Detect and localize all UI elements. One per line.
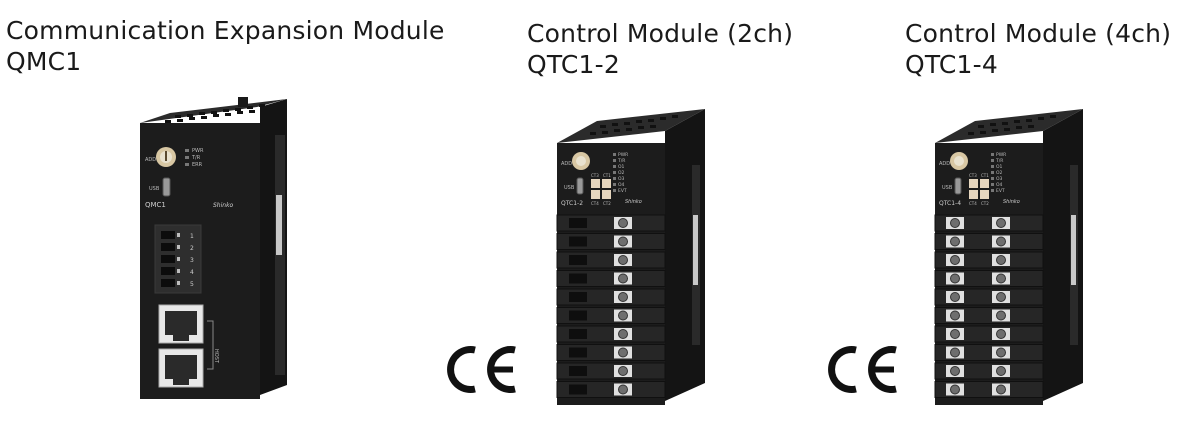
terminal-opening — [569, 255, 587, 265]
terminal-screw — [618, 292, 628, 302]
qtc1-2-module-photo: ADD PWR T/R O1 O2 O3 O4 EVT USB CT3 CT1 … — [556, 109, 705, 405]
ct-label: CT4 — [591, 201, 599, 206]
terminal-number: 3 — [190, 257, 194, 264]
ce-mark — [828, 346, 897, 393]
terminal-screw — [950, 273, 960, 284]
product-model: QTC1-2 — [527, 50, 620, 79]
terminal-screw — [618, 347, 628, 358]
terminal-block — [934, 214, 1044, 398]
terminal-block — [556, 214, 666, 398]
usb-label: USB — [942, 185, 953, 191]
terminal-screw — [950, 255, 960, 265]
product-name: Control Module (2ch) — [527, 19, 794, 48]
qmc1-module-photo: ADD PWR T/R ERR USB QMC1 Shinko 1 2 3 4 … — [140, 97, 287, 399]
terminal-number: 1 — [190, 233, 194, 240]
terminal-opening — [569, 347, 587, 358]
led-label: O3 — [996, 176, 1003, 182]
terminal-screw — [950, 292, 960, 302]
terminal-opening — [569, 292, 587, 302]
terminal-number: 2 — [190, 245, 194, 252]
host-port-label: HOST — [213, 349, 219, 364]
terminal-screw — [950, 236, 960, 247]
led-label: T/R — [191, 155, 201, 161]
usb-label: USB — [149, 186, 160, 192]
ct-label: CT4 — [969, 201, 977, 206]
front-model-label: QMC1 — [145, 201, 166, 209]
led-label: T/R — [995, 158, 1003, 164]
ct-label: CT3 — [969, 173, 977, 178]
qtc1-4-caption: Control Module (4ch) QTC1-4 — [905, 18, 1171, 80]
ct-label: CT2 — [603, 201, 611, 206]
terminal-opening — [569, 329, 587, 339]
ct-label: CT1 — [603, 173, 611, 178]
terminal-screw — [996, 384, 1006, 395]
terminal-screw — [618, 255, 628, 265]
led-label: PWR — [192, 148, 204, 154]
brand-logo: Shinko — [1003, 199, 1020, 205]
terminal-screw — [618, 218, 628, 228]
terminal-opening — [569, 236, 587, 247]
ct-label: CT2 — [981, 201, 989, 206]
terminal-screw — [618, 236, 628, 247]
terminal-opening — [569, 366, 587, 376]
terminal-screw — [996, 310, 1006, 321]
product-model: QTC1-4 — [905, 50, 998, 79]
terminal-screw — [996, 255, 1006, 265]
terminal-screw — [996, 273, 1006, 284]
led-label: PWR — [996, 152, 1006, 158]
led-label: O4 — [618, 182, 625, 188]
brand-logo: Shinko — [213, 202, 234, 209]
terminal-screw — [950, 218, 960, 228]
front-model-label: QTC1-4 — [939, 200, 961, 207]
terminal-opening — [569, 310, 587, 321]
led-label: PWR — [618, 152, 628, 158]
terminal-screw — [950, 310, 960, 321]
terminal-number: 4 — [190, 269, 194, 276]
terminal-screw — [996, 292, 1006, 302]
terminal-screw — [618, 366, 628, 376]
led-label: O3 — [618, 176, 625, 182]
led-label: O1 — [618, 164, 625, 170]
qtc1-2-caption: Control Module (2ch) QTC1-2 — [527, 18, 793, 80]
qtc1-4-module-photo: ADD PWR T/R O1 O2 O3 O4 EVT USB CT3 CT1 … — [934, 109, 1083, 405]
terminal-screw — [996, 236, 1006, 247]
terminal-screw — [618, 329, 628, 339]
front-model-label: QTC1-2 — [561, 200, 583, 207]
terminal-screw — [618, 384, 628, 395]
brand-logo: Shinko — [625, 199, 642, 205]
terminal-screw — [996, 347, 1006, 358]
product-name: Communication Expansion Module — [6, 16, 445, 45]
led-label: O4 — [996, 182, 1003, 188]
product-model: QMC1 — [6, 47, 82, 76]
terminal-number: 5 — [190, 281, 194, 288]
terminal-screw — [950, 366, 960, 376]
terminal-opening — [569, 384, 587, 395]
ct-label: CT1 — [981, 173, 989, 178]
terminal-screw — [996, 366, 1006, 376]
usb-label: USB — [564, 185, 575, 191]
addr-label: ADD — [145, 157, 156, 163]
led-label: EVT — [618, 188, 627, 194]
terminal-screw — [950, 329, 960, 339]
led-label: O2 — [618, 170, 625, 176]
led-label: O1 — [996, 164, 1003, 170]
terminal-screw — [996, 218, 1006, 228]
led-label: O2 — [996, 170, 1003, 176]
ce-mark — [447, 346, 516, 393]
terminal-screw — [618, 273, 628, 284]
product-name: Control Module (4ch) — [905, 19, 1172, 48]
qmc1-caption: Communication Expansion Module QMC1 — [6, 15, 445, 77]
led-label: ERR — [192, 162, 203, 168]
ct-label: CT3 — [591, 173, 599, 178]
terminal-opening — [569, 273, 587, 284]
led-label: T/R — [617, 158, 625, 164]
terminal-screw — [950, 347, 960, 358]
addr-label: ADD — [561, 161, 572, 167]
addr-label: ADD — [939, 161, 950, 167]
led-label: EVT — [996, 188, 1005, 194]
terminal-screw — [618, 310, 628, 321]
terminal-screw — [950, 384, 960, 395]
terminal-opening — [569, 218, 587, 228]
terminal-screw — [996, 329, 1006, 339]
